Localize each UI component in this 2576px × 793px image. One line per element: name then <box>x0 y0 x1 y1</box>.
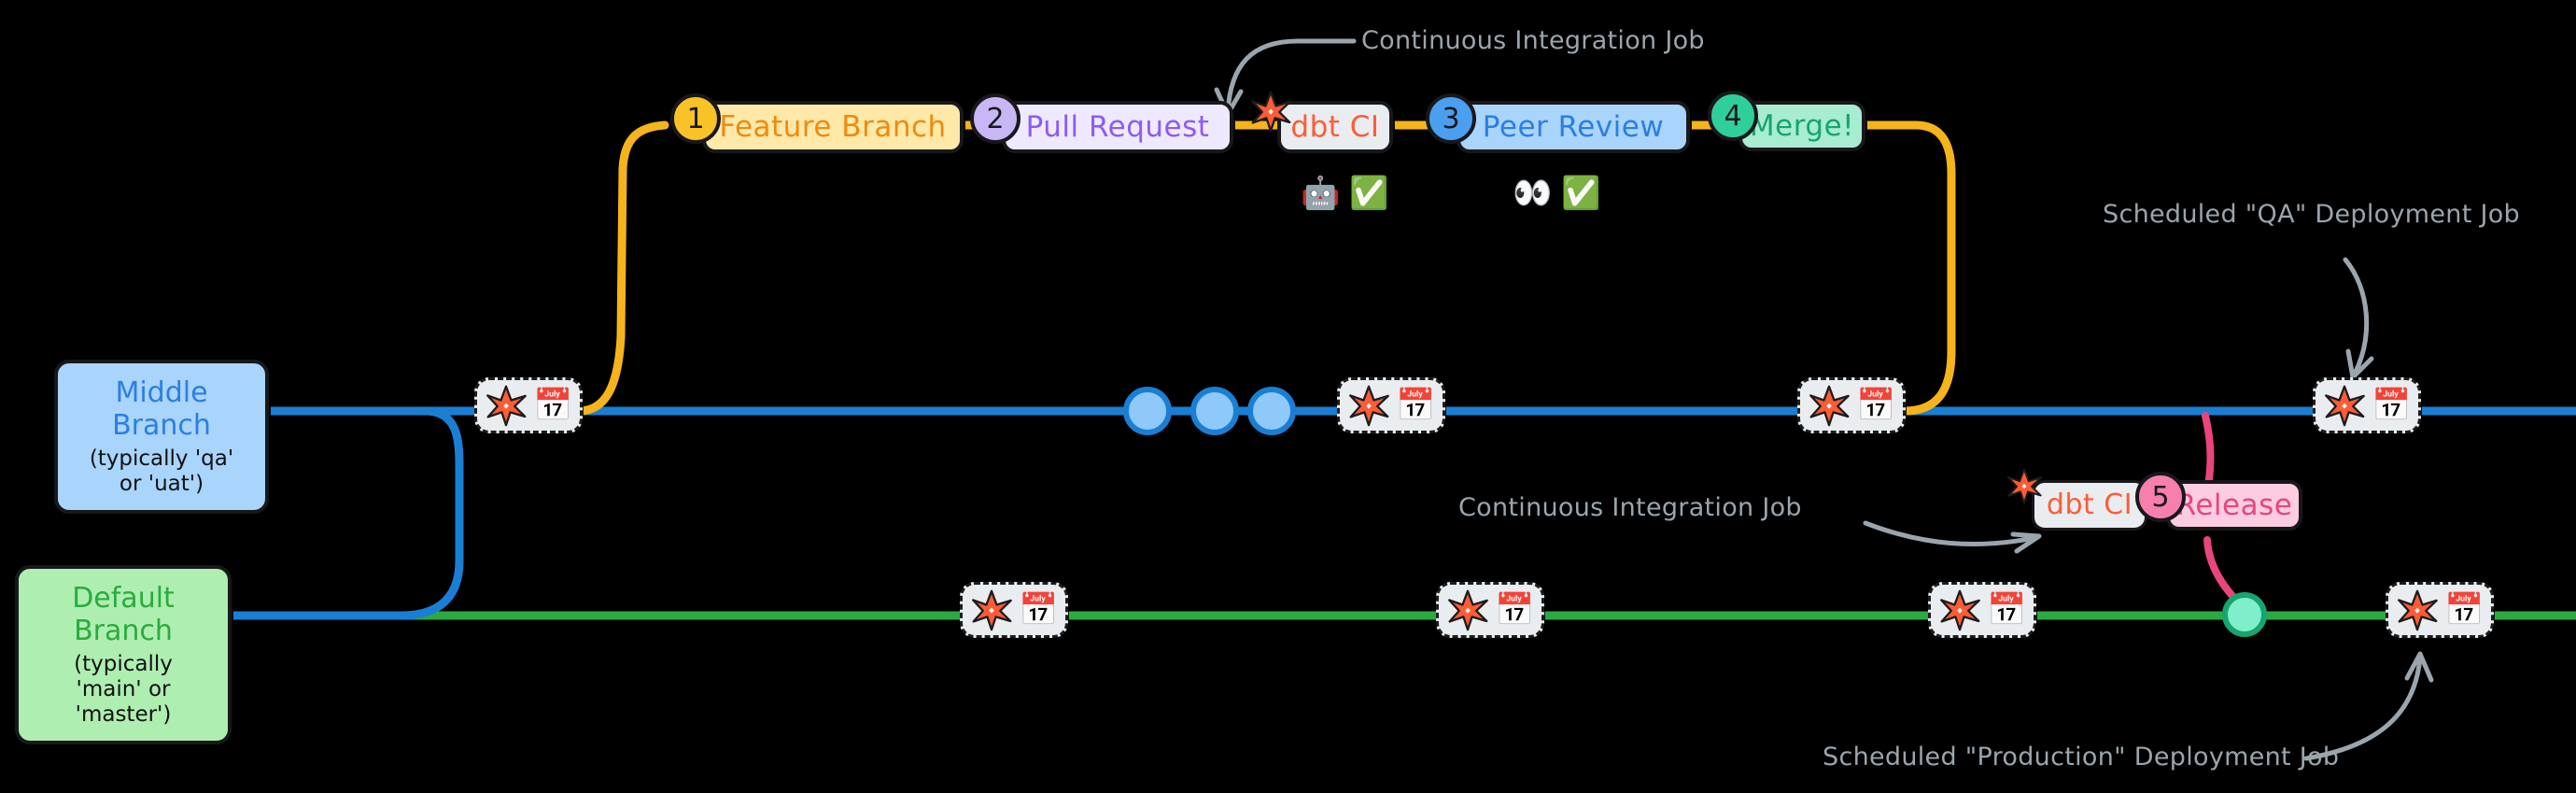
merge-to-middle-curve <box>1851 120 1956 416</box>
dbt-logo-icon <box>2325 385 2365 427</box>
commit-dot[interactable] <box>1190 387 1239 435</box>
dbt-logo-icon <box>1349 385 1389 427</box>
node-feature-branch-label: Feature Branch <box>719 109 947 144</box>
calendar-icon: 📅 <box>1987 591 2027 629</box>
node-merge-label: Merge! <box>1749 108 1855 143</box>
step-badge-1[interactable]: 1 <box>670 93 721 144</box>
annotation-qa-deployment: Scheduled "QA" Deployment Job <box>2103 200 2520 229</box>
default-branch-title: Default Branch <box>72 582 175 648</box>
step-badge-4[interactable]: 4 <box>1708 91 1758 141</box>
node-release-dbt-ci-label: dbt CI <box>2046 489 2133 521</box>
commit-dot[interactable] <box>1123 387 1172 435</box>
node-release-dbt-ci[interactable]: dbt CI <box>2032 480 2147 531</box>
node-merge[interactable]: Merge! <box>1738 101 1865 151</box>
commit-card[interactable]: 📅 <box>960 582 1069 638</box>
commit-card[interactable]: 📅 <box>474 377 584 433</box>
review-status-row: 👀 ✅ <box>1513 177 1601 209</box>
node-feature-branch[interactable]: Feature Branch <box>702 101 964 153</box>
node-pull-request-label: Pull Request <box>1025 109 1210 144</box>
calendar-icon: 📅 <box>1495 591 1535 629</box>
ci-release-leader <box>1863 520 2036 547</box>
calendar-icon: 📅 <box>533 387 573 424</box>
annotation-ci-release: Continuous Integration Job <box>1458 493 1802 522</box>
commit-card[interactable]: 📅 <box>1337 377 1446 433</box>
middle-branch-label: Middle Branch (typically 'qa' or 'uat') <box>54 360 269 515</box>
step-badge-2[interactable]: 2 <box>970 93 1021 144</box>
node-release[interactable]: Release <box>2166 480 2302 531</box>
dbt-logo-icon <box>1809 385 1850 427</box>
qa-deploy-arrowhead <box>2345 348 2374 380</box>
check-mark-icon: ✅ <box>1349 175 1389 212</box>
robot-icon: 🤖 <box>1301 175 1341 212</box>
step-badge-5[interactable]: 5 <box>2135 472 2186 522</box>
commit-card[interactable]: 📅 <box>1928 582 2037 638</box>
calendar-icon: 📅 <box>1856 387 1896 424</box>
dbt-logo-icon <box>2006 468 2042 504</box>
release-merge-dot[interactable] <box>2222 592 2267 637</box>
commit-card[interactable]: 📅 <box>2386 582 2495 638</box>
node-peer-review-label: Peer Review <box>1482 109 1665 144</box>
dbt-logo-icon <box>2398 589 2438 631</box>
prod-deploy-arrowhead <box>2404 651 2434 683</box>
calendar-icon: 📅 <box>1019 591 1059 629</box>
node-dbt-ci-label: dbt CI <box>1290 109 1380 144</box>
calendar-icon: 📅 <box>1396 387 1436 424</box>
ci-release-arrowhead <box>2010 531 2042 554</box>
node-peer-review[interactable]: Peer Review <box>1457 101 1690 153</box>
dbt-logo-icon <box>972 589 1012 631</box>
default-branch-label: Default Branch (typically 'main' or 'mas… <box>15 565 232 745</box>
step-badge-3-number: 3 <box>1442 102 1460 135</box>
commit-card[interactable]: 📅 <box>1436 582 1545 638</box>
dbt-logo-icon <box>1251 91 1291 133</box>
annotation-ci-top: Continuous Integration Job <box>1361 26 1705 55</box>
calendar-icon: 📅 <box>2444 591 2485 629</box>
middle-branch-title: Middle Branch <box>112 376 211 443</box>
step-badge-1-number: 1 <box>686 102 705 135</box>
ci-status-row: 🤖 ✅ <box>1301 177 1389 209</box>
check-mark-icon: ✅ <box>1561 175 1601 212</box>
commit-dot[interactable] <box>1247 387 1296 435</box>
step-badge-3[interactable]: 3 <box>1426 93 1476 144</box>
dbt-logo-icon <box>1448 589 1488 631</box>
node-pull-request[interactable]: Pull Request <box>1002 101 1233 153</box>
commit-card[interactable]: 📅 <box>1797 377 1907 433</box>
default-branch-subtitle: (typically 'main' or 'master') <box>74 651 173 728</box>
middle-branch-subtitle: (typically 'qa' or 'uat') <box>89 446 234 496</box>
node-dbt-ci[interactable]: dbt CI <box>1277 101 1393 153</box>
qa-deploy-leader <box>2343 257 2370 376</box>
calendar-icon: 📅 <box>2372 387 2412 424</box>
commit-card[interactable]: 📅 <box>2313 377 2422 433</box>
annotation-prod-deployment: Scheduled "Production" Deployment Job <box>1823 743 2340 772</box>
middle-to-default-connector <box>231 406 464 620</box>
step-badge-2-number: 2 <box>986 102 1005 135</box>
feature-branch-left-curve <box>574 120 669 416</box>
dbt-logo-icon <box>1940 589 1980 631</box>
step-badge-4-number: 4 <box>1724 99 1742 133</box>
node-release-label: Release <box>2175 488 2293 522</box>
step-badge-5-number: 5 <box>2151 480 2170 514</box>
dbt-logo-icon <box>486 385 527 427</box>
eyes-icon: 👀 <box>1513 175 1553 212</box>
